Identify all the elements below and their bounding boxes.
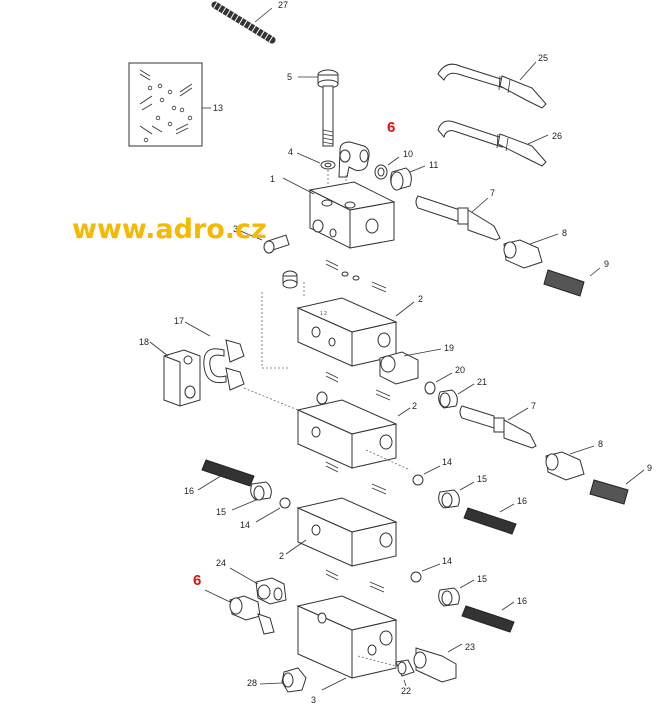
callout-15-b: 15 (477, 574, 487, 584)
seal-part-14-left (255, 497, 291, 523)
callout-1: 1 (270, 174, 275, 184)
valve-block-part-2-c (285, 497, 398, 567)
sleeve-part-9-top (543, 267, 601, 297)
connector-part-8-top (503, 233, 559, 269)
plug-part-28 (259, 667, 307, 693)
callout-15-left: 15 (216, 507, 226, 517)
nut-part-15-left (231, 481, 272, 511)
callout-14-b: 14 (442, 556, 452, 566)
callout-16-left: 16 (184, 486, 194, 496)
callout-8-bottom: 8 (598, 439, 603, 449)
bent-tube-part-25 (437, 61, 547, 109)
valve-block-part-1 (282, 177, 396, 249)
callout-26: 26 (552, 131, 562, 141)
nut-part-10 (374, 156, 400, 180)
bolt-part-5 (298, 69, 339, 147)
valve-part-23 (413, 643, 463, 683)
callout-3-bottom: 3 (311, 695, 316, 705)
callout-2-a: 2 (418, 294, 423, 304)
tube-fitting-part-7-bottom (459, 405, 537, 449)
callout-25: 25 (538, 53, 548, 63)
nut-part-21 (438, 383, 475, 409)
callout-9-bottom: 9 (647, 463, 652, 473)
callout-10: 10 (403, 149, 413, 159)
callout-14-left: 14 (240, 520, 250, 530)
screw-top-block-2 (282, 270, 298, 289)
callout-8-top: 8 (562, 228, 567, 238)
callout-9-top: 9 (604, 259, 609, 269)
callout-27: 27 (278, 0, 288, 10)
elbow-fitting-part-6-top (338, 141, 370, 205)
callout-6-top: 6 (387, 119, 395, 136)
nut-part-15-right-a (438, 481, 475, 509)
valve-block-part-2-a: 1 2 (296, 297, 415, 367)
callout-20: 20 (455, 365, 465, 375)
callout-14-a: 14 (442, 457, 452, 467)
connector-part-8-bottom (545, 445, 595, 481)
callout-2-b: 2 (412, 401, 417, 411)
sleeve-part-16-right-b (461, 601, 515, 633)
seal-part-20 (424, 372, 453, 395)
callout-4: 4 (288, 147, 293, 157)
callout-21: 21 (477, 377, 487, 387)
callout-11: 11 (429, 160, 438, 170)
elbow-part-24 (229, 567, 287, 605)
callout-18: 18 (139, 337, 149, 347)
assembly-guide-lines (243, 282, 411, 667)
callout-19: 19 (444, 343, 454, 353)
u-pipe-part-17 (184, 321, 245, 391)
callout-28: 28 (247, 678, 257, 688)
nut-part-11 (390, 165, 426, 191)
callout-16-b: 16 (517, 596, 527, 606)
callout-6-bottom: 6 (193, 572, 201, 589)
callout-7-top: 7 (490, 188, 495, 198)
callout-16-a: 16 (517, 496, 527, 506)
seal-part-14-right-a (412, 465, 441, 486)
sleeve-part-16-left (197, 459, 255, 491)
callout-17: 17 (174, 316, 184, 326)
bent-tube-part-26 (437, 120, 549, 167)
callout-22: 22 (401, 686, 411, 696)
sleeve-part-16-right-a (463, 503, 517, 535)
nut-part-15-right-b (438, 579, 475, 607)
gasket-sheet-part-13 (128, 62, 211, 147)
manifold-part-18 (149, 341, 201, 407)
callout-15-a: 15 (477, 474, 487, 484)
callout-5: 5 (287, 72, 292, 82)
valve-block-part-2-b (296, 391, 411, 469)
orings-group-1 (325, 259, 387, 293)
orings-group-2 (325, 371, 391, 593)
svg-text:1 2: 1 2 (320, 311, 327, 317)
fitting-part-19 (379, 348, 442, 385)
washer-part-4 (296, 152, 336, 198)
fitting-part-6-bottom (204, 589, 275, 635)
sleeve-part-9-bottom (589, 469, 645, 505)
callout-2-c: 2 (279, 551, 284, 561)
tube-fitting-part-7-top (415, 195, 501, 241)
watermark-text: www.adro.cz (72, 214, 267, 245)
valve-block-part-3 (296, 595, 398, 691)
callout-3-top: 3 (233, 224, 238, 234)
callout-7-bottom: 7 (531, 401, 536, 411)
threaded-rod-part-27 (211, 1, 276, 44)
seal-part-14-right-b (410, 563, 441, 583)
callout-13: 13 (213, 103, 223, 113)
callout-24: 24 (216, 558, 226, 568)
callout-23: 23 (465, 642, 475, 652)
plug-part-22 (395, 659, 415, 687)
screw-small-top (237, 229, 290, 254)
